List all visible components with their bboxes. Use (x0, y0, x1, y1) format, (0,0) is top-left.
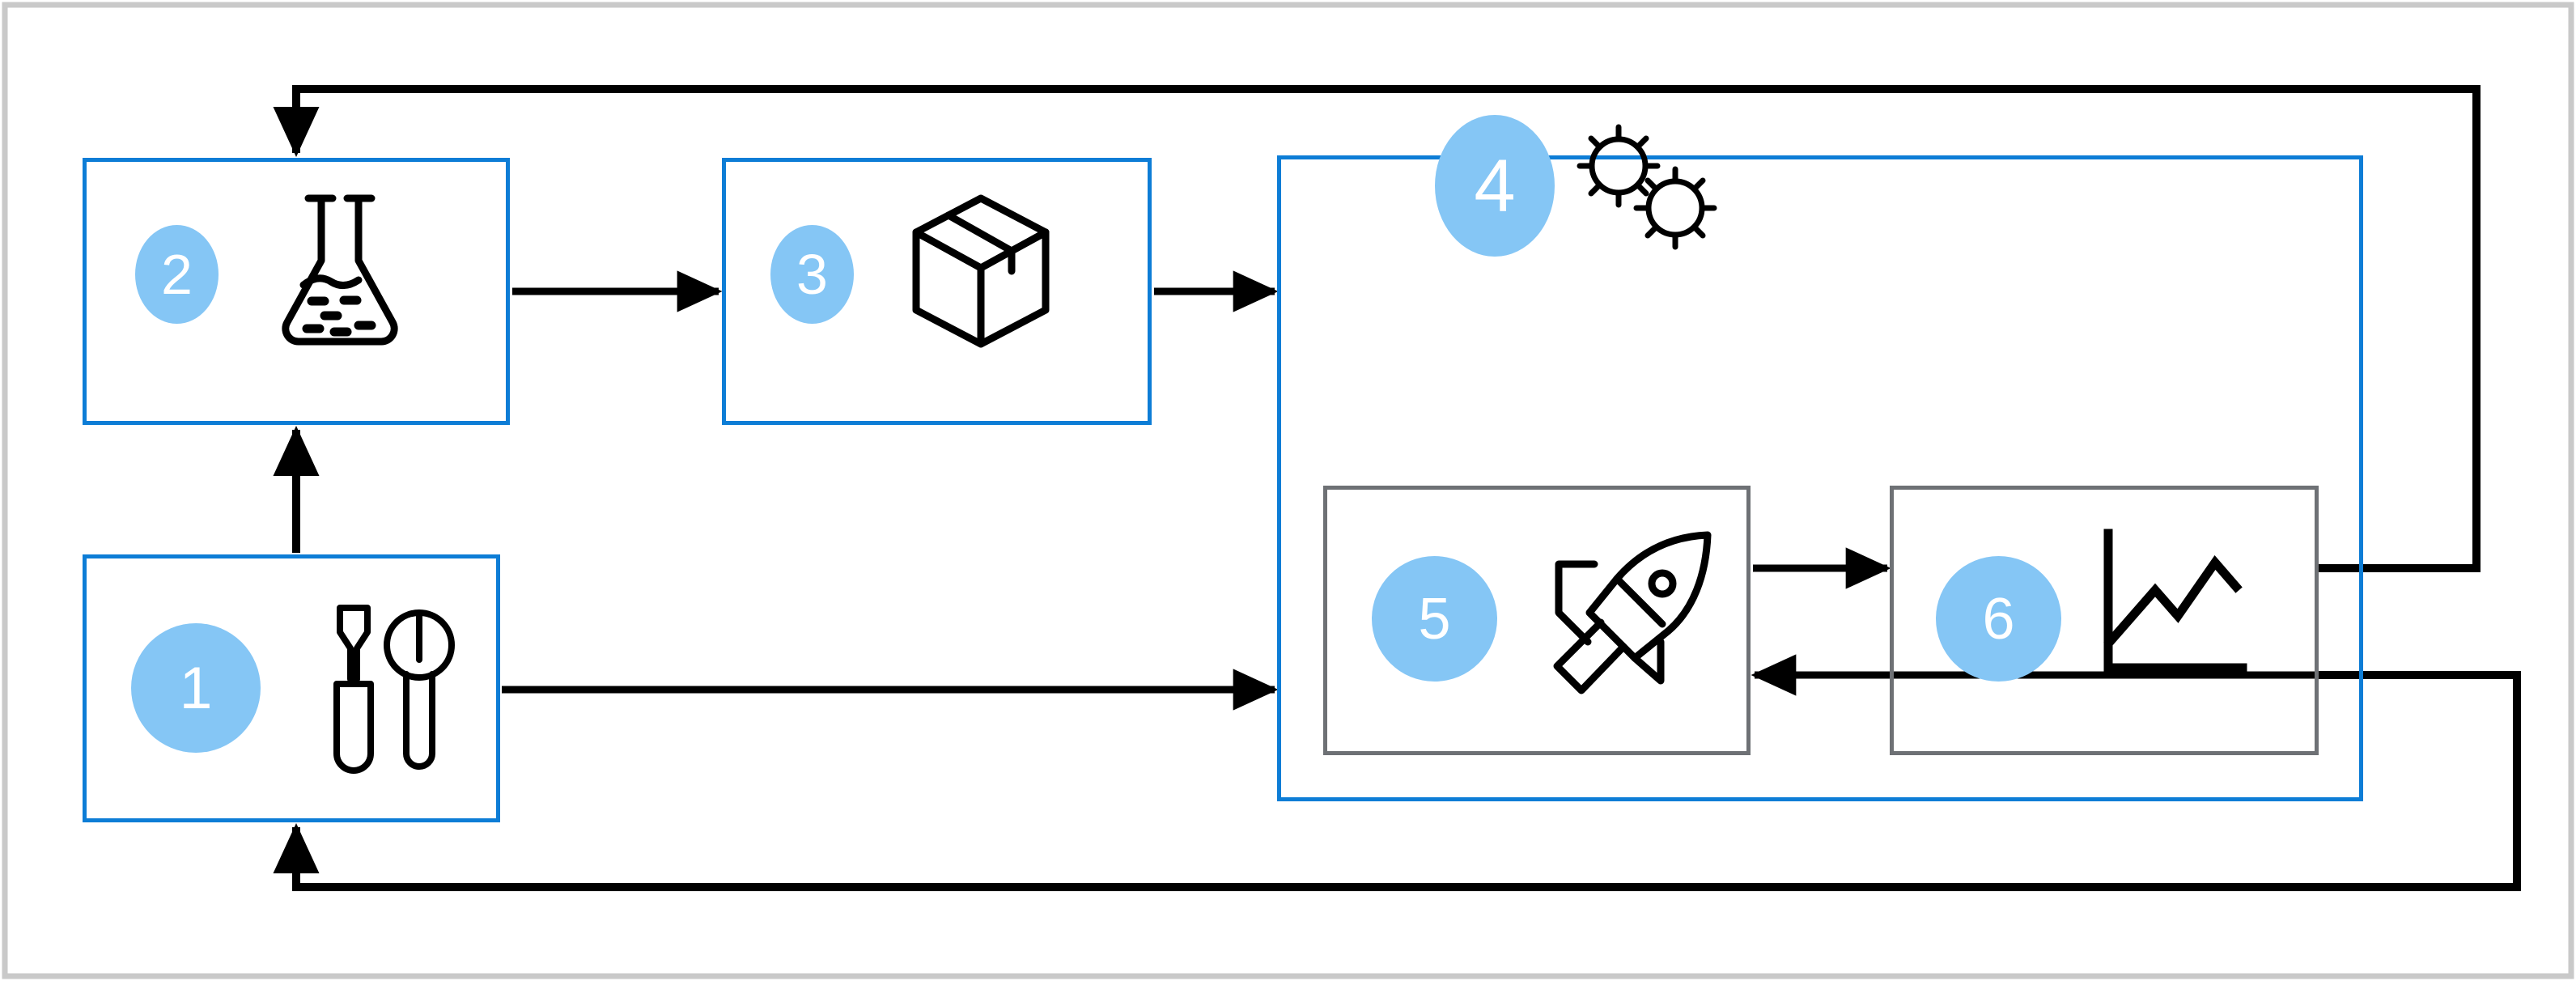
feedback-connector-box6-to-box1 (273, 671, 2521, 891)
rocket-icon (1539, 522, 1725, 708)
node-box-2[interactable]: 2 (83, 158, 510, 425)
node-badge-4: 4 (1435, 115, 1555, 257)
flask-icon (274, 186, 404, 348)
package-box-icon (904, 190, 1058, 352)
node-badge-label-1: 1 (179, 655, 213, 721)
node-box-5[interactable]: 5 (1323, 486, 1751, 755)
lab-tools-icon (325, 603, 455, 781)
node-badge-label-5: 5 (1418, 586, 1451, 652)
node-badge-label-2: 2 (161, 243, 193, 306)
node-badge-2: 2 (135, 225, 219, 324)
node-badge-label-3: 3 (796, 243, 828, 306)
node-box-6[interactable]: 6 (1890, 486, 2319, 755)
node-badge-label-6: 6 (1982, 586, 2015, 652)
node-badge-1: 1 (131, 623, 261, 753)
node-box-1[interactable]: 1 (83, 554, 500, 822)
line-chart-icon (2100, 529, 2254, 690)
node-badge-label-4: 4 (1474, 144, 1516, 227)
node-badge-3: 3 (770, 225, 854, 324)
microbes-icon (1566, 111, 1728, 261)
node-badge-6: 6 (1936, 556, 2061, 682)
node-box-3[interactable]: 3 (722, 158, 1152, 425)
feedback-connector-box6-to-box2 (273, 85, 2481, 572)
node-badge-5: 5 (1372, 556, 1497, 682)
node-box-4[interactable]: 4 (1277, 115, 2363, 801)
